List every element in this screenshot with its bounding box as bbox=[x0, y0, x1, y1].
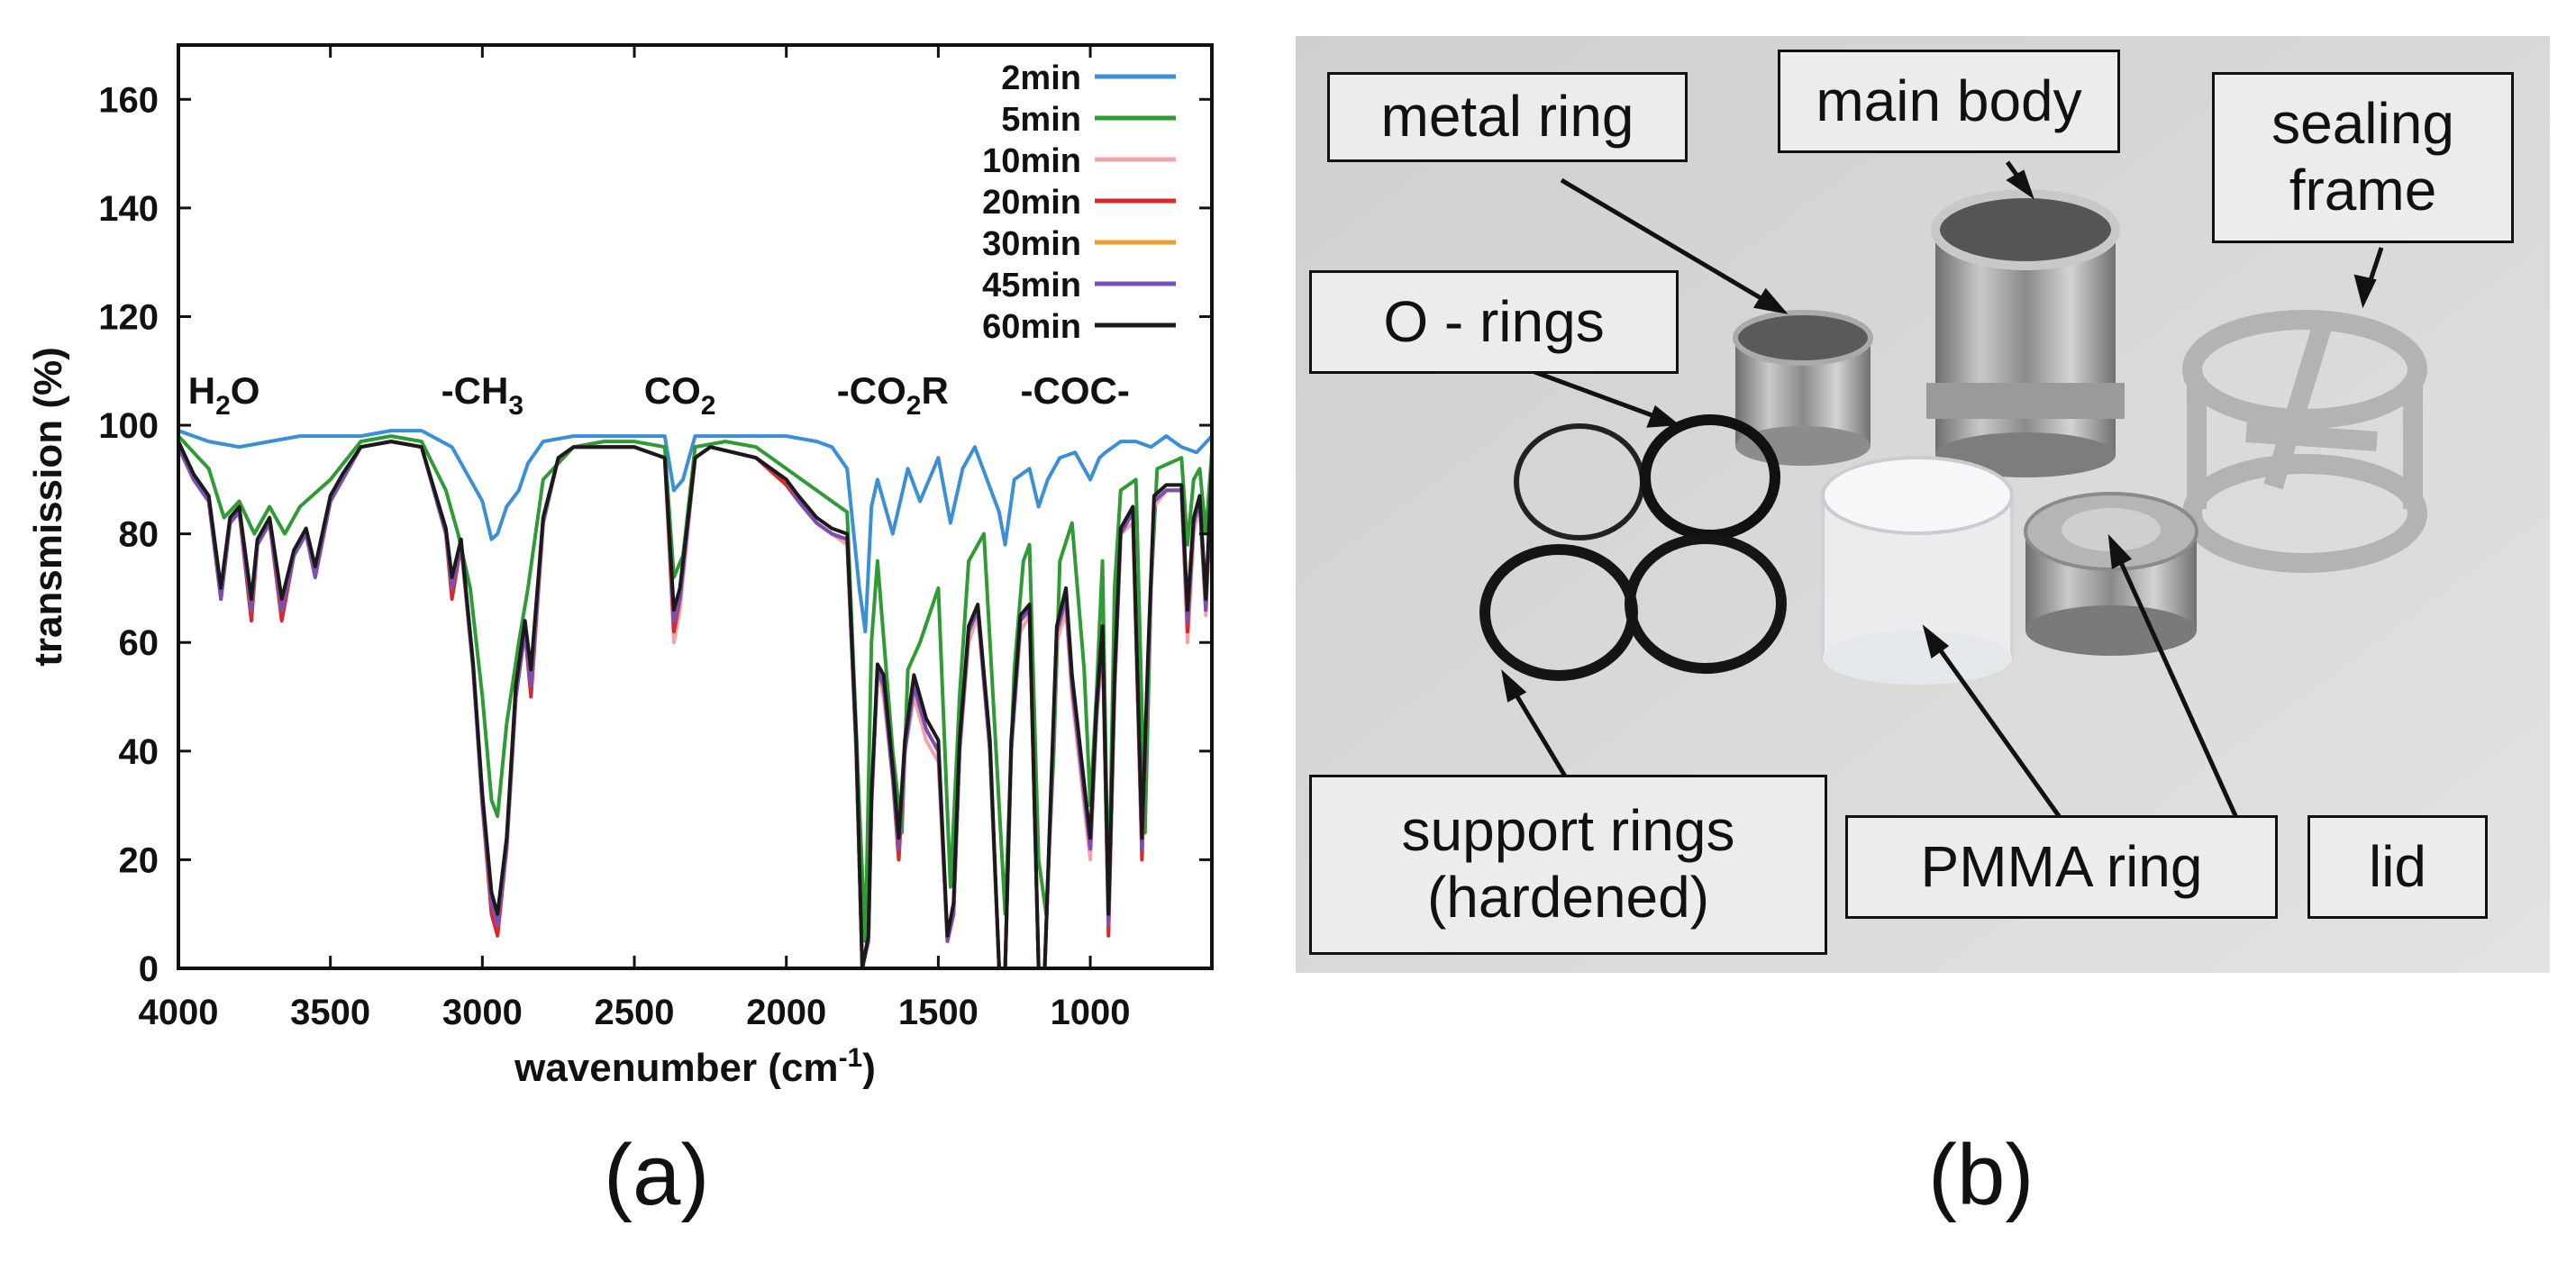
y-tick-label: 120 bbox=[98, 297, 159, 337]
x-axis-label: wavenumber (cm-1) bbox=[514, 1043, 876, 1090]
label-lid: lid bbox=[2307, 815, 2488, 919]
ir-spectrum-chart: 4000 3500 3000 2500 2000 1500 1000 0 20 40 60 80 100… bbox=[26, 43, 1214, 1090]
band-annotation: -CH3 bbox=[441, 369, 523, 421]
label-main-body: main body bbox=[1778, 50, 2120, 153]
support-rings-object bbox=[1479, 533, 1787, 681]
ticks-layer: 4000 3500 3000 2500 2000 1500 1000 0 20 40 60 80 100… bbox=[98, 45, 1212, 1032]
x-tick-label: 1000 bbox=[1051, 993, 1131, 1032]
band-annotation: CO2 bbox=[644, 369, 716, 421]
label-o-rings: O - rings bbox=[1309, 270, 1679, 374]
y-tick-label: 0 bbox=[139, 949, 159, 989]
x-tick-label: 1500 bbox=[898, 993, 979, 1032]
label-support-rings: support rings (hardened) bbox=[1309, 775, 1827, 955]
legend-label-30min: 30min bbox=[982, 225, 1081, 263]
legend-label-10min: 10min bbox=[982, 142, 1081, 180]
legend-label-45min: 45min bbox=[982, 267, 1081, 304]
panel-b-caption: (b) bbox=[1928, 1127, 2034, 1223]
x-tick-label: 2500 bbox=[595, 993, 675, 1032]
y-tick-label: 80 bbox=[119, 515, 159, 555]
y-tick-label: 40 bbox=[119, 732, 159, 772]
label-pointer-arrows bbox=[1501, 160, 2384, 822]
legend-label-20min: 20min bbox=[982, 184, 1081, 222]
main-body-object bbox=[1926, 189, 2125, 477]
y-tick-label: 140 bbox=[98, 189, 159, 229]
pmma-ring-object bbox=[1821, 456, 2014, 685]
x-tick-label: 4000 bbox=[139, 993, 219, 1032]
label-metal-ring: metal ring bbox=[1327, 72, 1688, 162]
legend-label-60min: 60min bbox=[982, 308, 1081, 346]
lid-object bbox=[2024, 492, 2198, 656]
x-tick-label: 2000 bbox=[746, 993, 826, 1032]
annotations-layer: H2O -CH3 CO2 -CO2R -COC- bbox=[188, 369, 1130, 421]
x-tick-label: 3000 bbox=[442, 993, 523, 1032]
metal-ring-object bbox=[1733, 310, 1873, 466]
legend-label-5min: 5min bbox=[1001, 101, 1081, 139]
legend-label-2min: 2min bbox=[1001, 59, 1081, 97]
y-tick-label: 20 bbox=[119, 840, 159, 880]
band-annotation: -COC- bbox=[1021, 369, 1130, 412]
sealing-frame-object bbox=[2182, 310, 2427, 573]
x-tick-label: 3500 bbox=[290, 993, 370, 1032]
series-line-2min bbox=[178, 429, 1212, 634]
label-pmma-ring: PMMA ring bbox=[1845, 815, 2278, 919]
series-layer bbox=[178, 429, 1212, 968]
panel-a-caption: (a) bbox=[604, 1127, 710, 1223]
plot-frame bbox=[177, 43, 1214, 970]
band-annotation: H2O bbox=[188, 369, 260, 421]
label-sealing-frame: sealing frame bbox=[2212, 72, 2514, 243]
series-line-60min bbox=[178, 440, 1212, 968]
band-annotation: -CO2R bbox=[837, 369, 949, 421]
y-axis-label: transmission (%) bbox=[26, 347, 70, 667]
y-tick-label: 60 bbox=[119, 623, 159, 663]
y-tick-label: 160 bbox=[98, 80, 159, 120]
y-tick-label: 100 bbox=[98, 406, 159, 446]
cell-components-photo: metal ring main body sealing frame O - r… bbox=[1296, 36, 2550, 973]
